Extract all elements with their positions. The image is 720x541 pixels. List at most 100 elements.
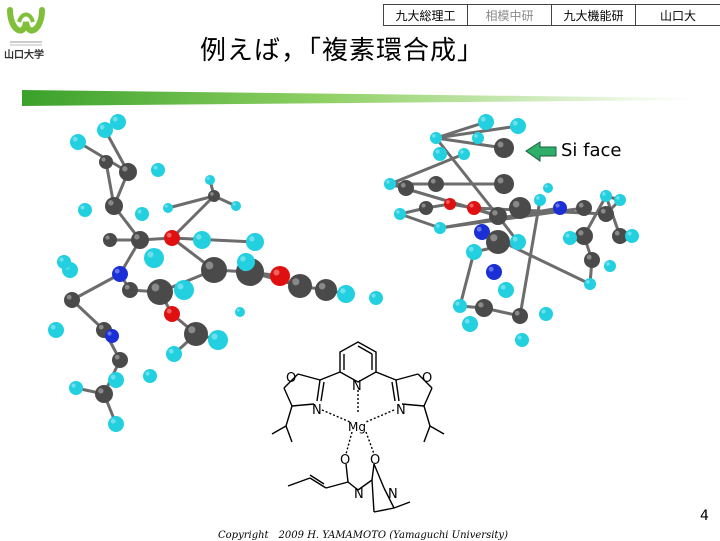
- atom-highlight: [134, 234, 140, 240]
- atom-sphere: [166, 346, 182, 362]
- atom-highlight: [492, 210, 498, 216]
- atom-sphere: [478, 114, 494, 130]
- atom-label: O: [370, 453, 380, 468]
- atom-highlight: [99, 124, 105, 130]
- atom-sphere: [70, 134, 86, 150]
- atom-highlight: [105, 235, 110, 240]
- bond: [435, 136, 505, 150]
- atom-sphere: [472, 132, 484, 144]
- atom-sphere: [458, 148, 470, 160]
- atom-sphere: [78, 203, 92, 217]
- atom-label: N: [354, 487, 364, 502]
- atom-sphere: [205, 175, 215, 185]
- atom-sphere: [144, 248, 164, 268]
- atom-sphere: [119, 163, 137, 181]
- atom-sphere: [489, 207, 507, 225]
- atom-sphere: [143, 369, 157, 383]
- atom-label: O: [286, 371, 296, 386]
- atom-sphere: [105, 197, 123, 215]
- atom-highlight: [578, 202, 584, 208]
- atom-sphere: [563, 231, 577, 245]
- atom-sphere: [193, 231, 211, 249]
- atom-highlight: [578, 230, 584, 236]
- slide-title: 例えば，「複素環合成」: [200, 36, 485, 66]
- atom-sphere: [510, 118, 526, 134]
- tab-kyudai-soriko: 九大総理工: [383, 4, 467, 26]
- atom-highlight: [497, 141, 504, 148]
- atom-highlight: [59, 257, 64, 262]
- atom-highlight: [512, 200, 520, 208]
- atom-highlight: [72, 136, 78, 142]
- atom-sphere: [543, 183, 553, 193]
- atom-highlight: [614, 230, 620, 236]
- atom-sphere: [231, 201, 241, 211]
- atom-highlight: [110, 418, 116, 424]
- atom-sphere: [164, 230, 180, 246]
- atom-sphere: [201, 257, 227, 283]
- atom-sphere: [103, 233, 117, 247]
- atom-highlight: [168, 348, 174, 354]
- atom-sphere: [69, 381, 83, 395]
- atom-sphere: [509, 197, 531, 219]
- header-tabs: 九大総理工 相模中研 九大機能研 山口大: [383, 4, 720, 26]
- bond: [170, 194, 216, 240]
- atom-sphere: [108, 416, 124, 432]
- atom-highlight: [497, 177, 504, 184]
- atom-highlight: [196, 234, 202, 240]
- atom-sphere: [515, 333, 529, 347]
- page-number: 4: [700, 508, 709, 524]
- atom-highlight: [124, 284, 130, 290]
- atom-sphere: [604, 260, 616, 272]
- atom-highlight: [476, 226, 482, 232]
- atom-highlight: [98, 388, 104, 394]
- atom-sphere: [430, 132, 442, 144]
- title-underline-bar: [22, 90, 692, 106]
- atom-sphere: [428, 176, 444, 192]
- tab-sagami-chuken: 相模中研: [467, 4, 551, 26]
- atom-sphere: [510, 234, 526, 250]
- si-face-label: Si face: [561, 140, 622, 161]
- atom-highlight: [101, 157, 106, 162]
- atom-highlight: [544, 184, 548, 188]
- atom-highlight: [602, 192, 606, 196]
- atom-highlight: [514, 310, 520, 316]
- atom-highlight: [147, 251, 154, 258]
- atom-sphere: [208, 190, 220, 202]
- atom-highlight: [71, 383, 76, 388]
- bond: [435, 124, 519, 140]
- atom-highlight: [137, 209, 142, 214]
- atom-sphere: [576, 200, 592, 216]
- atom-sphere: [64, 292, 80, 308]
- bond: [434, 137, 500, 217]
- atom-highlight: [435, 149, 440, 154]
- atom-highlight: [627, 231, 632, 236]
- atom-highlight: [421, 203, 426, 208]
- atom-highlight: [188, 326, 196, 334]
- atom-sphere: [164, 306, 180, 322]
- atom-highlight: [474, 134, 478, 138]
- atom-highlight: [164, 204, 168, 208]
- atom-sphere: [598, 206, 614, 222]
- tab-yamaguchi-dai: 山口大: [635, 4, 720, 26]
- university-logo: 山口大学: [4, 2, 48, 62]
- atom-sphere: [584, 252, 600, 268]
- bond: [399, 212, 441, 230]
- atom-sphere: [553, 201, 567, 215]
- atom-sphere: [539, 307, 553, 321]
- atom-highlight: [50, 324, 56, 330]
- atom-sphere: [184, 322, 208, 346]
- atom-sphere: [486, 230, 510, 254]
- atom-label: O: [422, 371, 432, 386]
- logo-text: 山口大学: [4, 50, 44, 61]
- atom-highlight: [386, 180, 390, 184]
- atom-sphere: [112, 352, 128, 368]
- atom-highlight: [536, 196, 540, 200]
- atom-sphere: [131, 231, 149, 249]
- atom-sphere: [369, 291, 383, 305]
- atom-highlight: [292, 278, 300, 286]
- atom-highlight: [318, 282, 326, 290]
- atom-sphere: [237, 253, 255, 271]
- atom-sphere: [108, 372, 124, 388]
- atom-sphere: [466, 244, 482, 260]
- atom-label: N: [352, 379, 362, 394]
